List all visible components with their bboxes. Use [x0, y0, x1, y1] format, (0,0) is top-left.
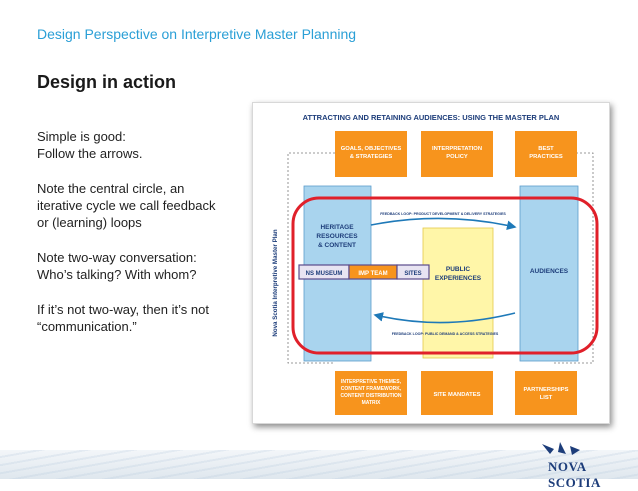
bullet-list: Simple is good: Follow the arrows. Note … — [37, 128, 252, 353]
goals-label-1: GOALS, OBJECTIVES — [341, 146, 402, 152]
interpretation-policy-box — [421, 131, 493, 177]
partnerships-box — [515, 371, 577, 415]
heritage-label-2: RESOURCES — [316, 233, 358, 240]
bullet-simple: Simple is good: Follow the arrows. — [37, 129, 143, 161]
heritage-label-3: & CONTENT — [318, 242, 356, 249]
partnerships-label-2: LIST — [540, 395, 553, 401]
ns-museum-label: NS MUSEUM — [306, 271, 343, 277]
best-label-1: BEST — [538, 146, 554, 152]
diagram-canvas: ATTRACTING AND RETAINING AUDIENCES: USIN… — [272, 113, 599, 415]
nova-scotia-logo-icon — [542, 442, 580, 455]
footer-waves — [0, 450, 638, 479]
top-boxes: GOALS, OBJECTIVES & STRATEGIES INTERPRET… — [335, 131, 577, 177]
feedback-bottom-label: FEEDBACK LOOP: PUBLIC DEMAND & ACCESS ST… — [392, 332, 499, 336]
bottom-boxes: INTERPRETIVE THEMES, CONTENT FRAMEWORK, … — [335, 371, 577, 415]
site-mandates-label: SITE MANDATES — [434, 392, 481, 398]
feedback-arrow-top — [370, 217, 517, 230]
heritage-label-1: HERITAGE — [320, 224, 354, 231]
themes-label-4: MATRIX — [362, 400, 381, 406]
audiences-column — [519, 185, 579, 362]
bullet-communication: If it’s not two-way, then it’s not “comm… — [37, 302, 209, 334]
sites-box — [396, 264, 430, 280]
logo-wordmark: NOVA SCOTIA — [548, 459, 601, 490]
goals-box — [335, 131, 407, 177]
slide-title: Design in action — [37, 72, 177, 92]
feedback-arrow-bottom — [373, 312, 516, 324]
themes-box — [335, 371, 407, 415]
feedback-top-label: FEEDBACK LOOP: PRODUCT DEVELOPMENT & DEL… — [380, 212, 506, 216]
audiences-label: AUDIENCES — [530, 268, 569, 275]
policy-label-2: POLICY — [446, 154, 468, 160]
site-mandates-box — [421, 371, 493, 415]
policy-label-1: INTERPRETATION — [432, 146, 482, 152]
public-label-1: PUBLIC — [446, 266, 471, 273]
bullet-two-way: Note two-way conversation: Who’s talking… — [37, 250, 197, 282]
sites-label: SITES — [404, 271, 421, 277]
diagram-title: ATTRACTING AND RETAINING AUDIENCES: USIN… — [303, 113, 560, 122]
partnerships-label-1: PARTNERSHIPS — [524, 387, 569, 393]
diagram-side-label: Nova Scotia Interpretive Master Plan — [272, 229, 279, 337]
feedback-loop-circle — [291, 196, 599, 355]
bullet-central-circle: Note the central circle, an iterative cy… — [37, 181, 216, 230]
themes-label-2: CONTENT FRAMEWORK, — [341, 386, 402, 392]
themes-label-1: INTERPRETIVE THEMES, — [341, 379, 402, 385]
public-experiences-box — [422, 227, 494, 359]
imp-team-label: IMP TEAM — [358, 271, 387, 277]
best-label-2: PRACTICES — [529, 154, 563, 160]
master-plan-diagram: ATTRACTING AND RETAINING AUDIENCES: USIN… — [252, 102, 610, 424]
slide-header: Design Perspective on Interpretive Maste… — [37, 26, 357, 42]
goals-label-2: & STRATEGIES — [350, 154, 393, 160]
best-practices-box — [515, 131, 577, 177]
public-label-2: EXPERIENCES — [435, 275, 482, 282]
footer-band — [0, 450, 638, 479]
themes-label-3: CONTENT DISTRIBUTION — [340, 393, 401, 399]
